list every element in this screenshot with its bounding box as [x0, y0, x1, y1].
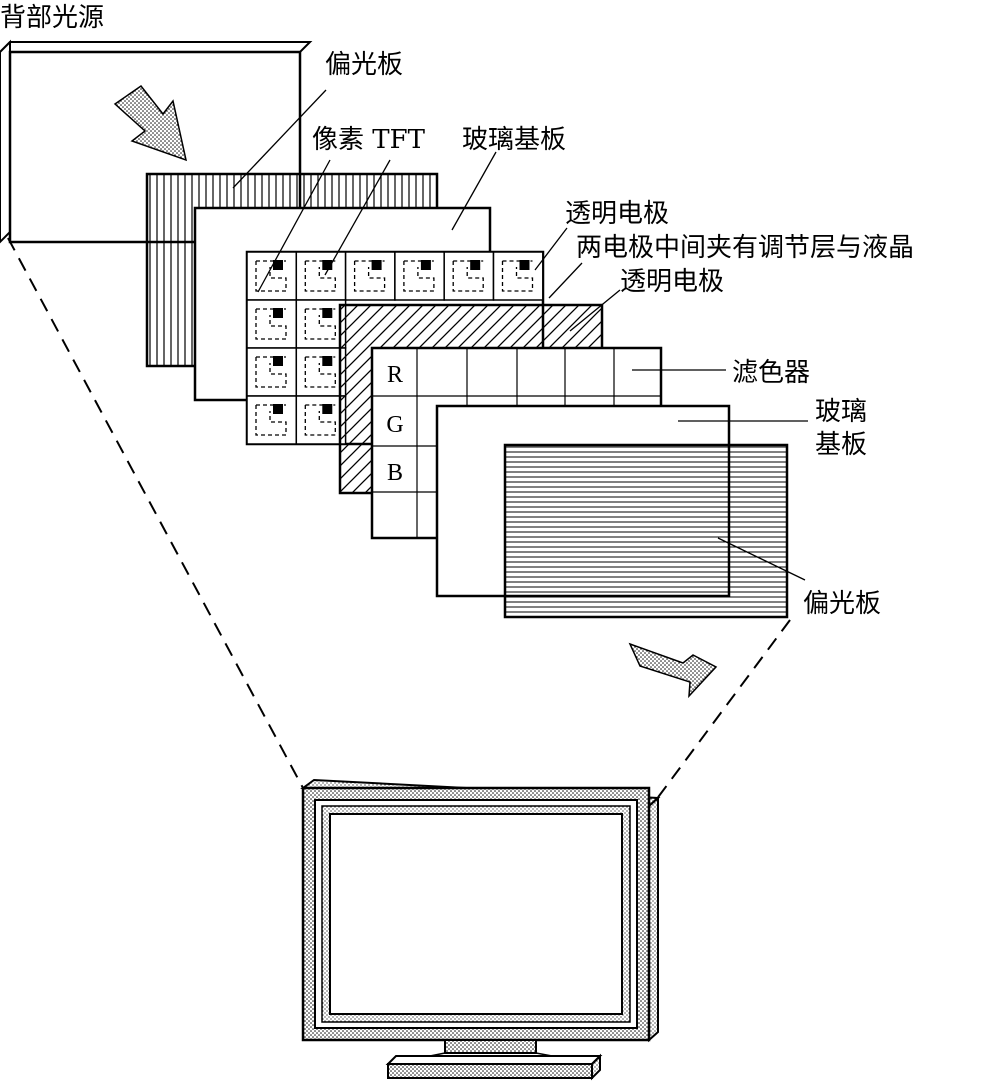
projection-lines — [7, 237, 791, 801]
label-glass-substrate-bottom-2: 基板 — [815, 430, 867, 460]
monitor-base — [387, 1063, 593, 1079]
label-backlight: 背部光源 — [0, 3, 104, 33]
tft-transistor — [322, 356, 333, 366]
label-polarizer-bottom: 偏光板 — [803, 589, 881, 619]
tft-cell — [492, 251, 544, 301]
polarizer-bottom-panel — [503, 443, 789, 619]
tft-cell — [295, 395, 347, 445]
label-liquid-crystal-note: 两电极中间夹有调节层与液晶 — [576, 233, 914, 263]
leader-lines — [232, 89, 808, 581]
light-direction-arrow-icon — [113, 84, 188, 162]
color-filter-row-g: G — [386, 412, 403, 438]
monitor-screen — [329, 813, 623, 1015]
monitor-neck — [444, 1039, 537, 1054]
tft-cell — [295, 299, 347, 349]
tft-transistor — [371, 260, 382, 270]
tft-transistor — [420, 260, 431, 270]
tft-cell — [246, 299, 298, 349]
tft-cell — [344, 251, 396, 301]
tft-cell — [246, 251, 298, 301]
tft-transistor — [322, 404, 333, 414]
tft-transistor — [519, 260, 530, 270]
label-pixel-tft: 像素 TFT — [312, 125, 426, 155]
tft-transistor — [470, 260, 481, 270]
labels: 背部光源 偏光板 像素 TFT 玻璃基板 透明电极 两电极中间夹有调节层与液晶 … — [0, 3, 914, 619]
label-transparent-electrode-1: 透明电极 — [565, 199, 669, 229]
color-filter-row-r: R — [387, 362, 403, 388]
tft-transistor — [322, 260, 333, 270]
tft-transistor — [273, 260, 283, 270]
tft-transistor — [322, 308, 333, 318]
tft-cell — [394, 251, 445, 301]
tft-cell — [295, 251, 347, 301]
tft-transistor — [273, 356, 283, 366]
tft-cell — [246, 395, 298, 445]
tft-transistor — [273, 308, 283, 318]
color-filter-row-b: B — [387, 460, 403, 486]
tft-transistor — [273, 404, 283, 414]
label-glass-substrate-top: 玻璃基板 — [462, 125, 566, 155]
label-glass-substrate-bottom-1: 玻璃 — [815, 397, 867, 427]
label-color-filter: 滤色器 — [732, 358, 810, 388]
tft-cell — [246, 347, 298, 397]
label-transparent-electrode-2: 透明电极 — [620, 267, 724, 297]
output-light-arrow-icon — [628, 642, 718, 699]
lcd-monitor — [300, 778, 661, 1081]
tft-cell — [443, 251, 495, 301]
tft-cell — [295, 347, 347, 397]
label-polarizer-top: 偏光板 — [325, 50, 403, 80]
